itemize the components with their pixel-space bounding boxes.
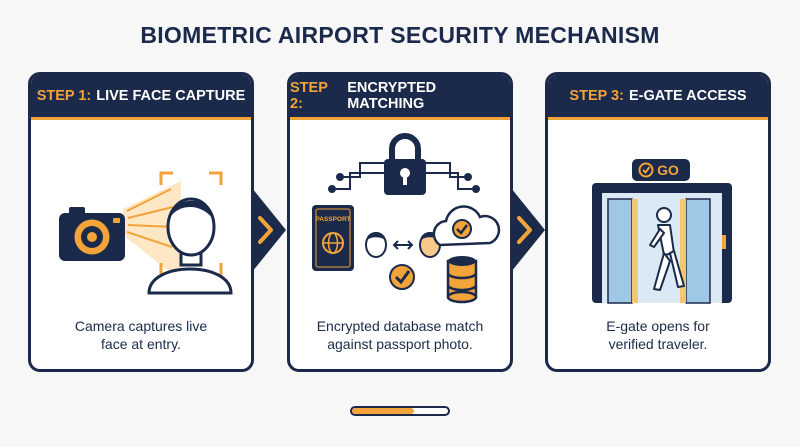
step-2-card: STEP 2: ENCRYPTED MATCHING PASSPORT <box>287 72 513 372</box>
step-2-title: ENCRYPTED MATCHING <box>347 80 437 112</box>
compare-arrow-icon <box>392 240 414 250</box>
padlock-icon <box>384 133 426 195</box>
step-2-illustration: PASSPORT <box>312 133 501 304</box>
step-1-caption-line-2: face at entry. <box>101 336 181 352</box>
camera-icon <box>59 207 125 261</box>
walking-person-icon <box>649 207 685 291</box>
step-2-header: STEP 2: ENCRYPTED MATCHING <box>290 75 510 120</box>
step-3-title: E-GATE ACCESS <box>628 88 747 104</box>
step-1-caption-line-1: Camera captures live <box>74 318 208 334</box>
step-3-card: STEP 3: E-GATE ACCESS GO <box>545 72 771 372</box>
passport-label: PASSPORT <box>315 216 350 223</box>
passport-icon: PASSPORT <box>312 205 354 271</box>
step-1-caption: Camera captures live face at entry. <box>31 317 251 353</box>
progress-fill <box>352 408 415 414</box>
step-1-illustration <box>59 171 233 295</box>
cloud-check-icon <box>432 205 501 247</box>
arrow-right-icon <box>252 188 286 272</box>
step-1-header: STEP 1: LIVE FACE CAPTURE <box>31 75 251 120</box>
step-3-illustration: GO <box>592 159 732 304</box>
database-icon <box>446 256 478 304</box>
step-3-number: STEP 3: <box>569 88 624 104</box>
step-1-title: LIVE FACE CAPTURE <box>96 88 246 104</box>
arrow-right-icon <box>511 188 545 272</box>
step-2-caption-line-1: Encrypted database match <box>316 318 484 334</box>
step-3-caption: E-gate opens for verified traveler. <box>548 317 768 353</box>
light-beam-icon <box>123 181 181 281</box>
passport-face-icon <box>365 232 387 258</box>
step-2-number: STEP 2: <box>290 80 328 112</box>
page-title: BIOMETRIC AIRPORT SECURITY MECHANISM <box>140 22 660 48</box>
step-1-number: STEP 1: <box>36 88 92 104</box>
step-2-caption: Encrypted database match against passpor… <box>290 317 510 353</box>
step-3-header: STEP 3: E-GATE ACCESS <box>548 75 768 120</box>
check-icon <box>389 264 415 290</box>
go-sign: GO <box>632 159 690 181</box>
step-1-card: STEP 1: LIVE FACE CAPTURE <box>28 72 254 372</box>
progress-bar <box>350 406 450 416</box>
step-2-caption-line-2: against passport photo. <box>327 336 473 352</box>
step-3-caption-line-1: E-gate opens for <box>606 318 710 334</box>
face-icon <box>147 197 233 295</box>
circuit-lines <box>328 162 480 193</box>
go-sign-label: GO <box>657 162 679 178</box>
step-3-caption-line-2: verified traveler. <box>608 336 708 352</box>
